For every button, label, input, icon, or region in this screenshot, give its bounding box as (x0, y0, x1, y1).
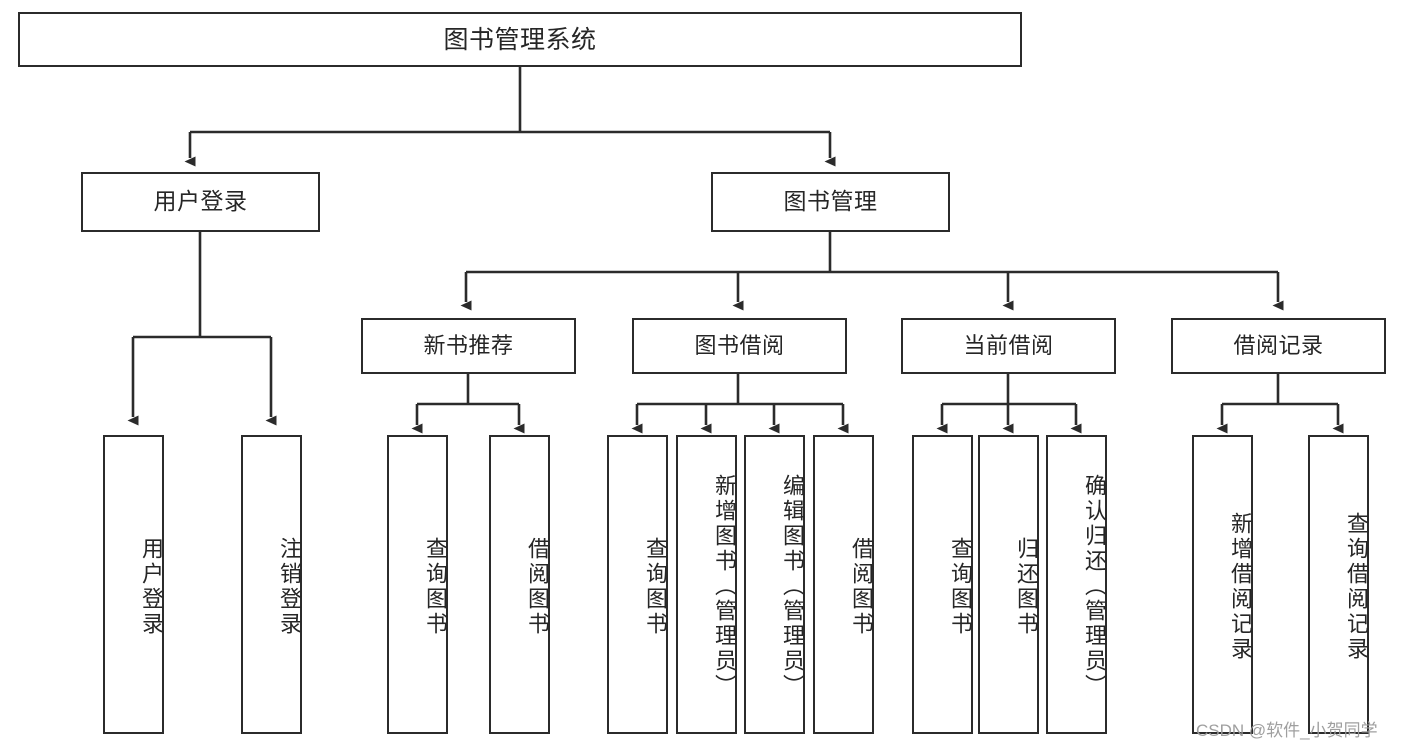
node-current-borrow-label: 当前借阅 (963, 332, 1054, 358)
node-borrow-record-label: 借阅记录 (1233, 332, 1324, 358)
node-root[interactable]: 图书管理系统 (18, 12, 1022, 67)
node-leaf-user-login-label: 用户登录 (139, 536, 164, 637)
node-book-manage[interactable]: 图书管理 (711, 172, 950, 232)
node-leaf-add-book[interactable]: 新增图书（管理员） (676, 435, 737, 734)
node-book-manage-label: 图书管理 (783, 188, 878, 215)
node-leaf-query-book-1-label: 查询图书 (423, 536, 448, 637)
csdn-watermark: CSDN @软件_小贺同学 (1196, 721, 1378, 740)
node-leaf-edit-book[interactable]: 编辑图书（管理员） (744, 435, 805, 734)
node-leaf-confirm-return-label: 确认归还（管理员） (1082, 474, 1107, 699)
node-book-borrow[interactable]: 图书借阅 (632, 318, 847, 374)
node-leaf-query-book-2[interactable]: 查询图书 (607, 435, 668, 734)
node-leaf-return-book-label: 归还图书 (1014, 536, 1039, 637)
node-leaf-add-book-label: 新增图书（管理员） (712, 474, 737, 699)
node-leaf-query-book-3-label: 查询图书 (948, 536, 973, 637)
node-new-book-rec-label: 新书推荐 (423, 332, 514, 358)
node-leaf-borrow-book-1[interactable]: 借阅图书 (489, 435, 550, 734)
node-leaf-query-book-2-label: 查询图书 (643, 536, 668, 637)
node-leaf-borrow-book-2-label: 借阅图书 (849, 536, 874, 637)
node-leaf-user-login[interactable]: 用户登录 (103, 435, 164, 734)
node-leaf-query-book-3[interactable]: 查询图书 (912, 435, 973, 734)
node-leaf-borrow-book-2[interactable]: 借阅图书 (813, 435, 874, 734)
node-leaf-query-record[interactable]: 查询借阅记录 (1308, 435, 1369, 734)
node-borrow-record[interactable]: 借阅记录 (1171, 318, 1386, 374)
node-leaf-add-record-label: 新增借阅记录 (1228, 511, 1253, 662)
node-current-borrow[interactable]: 当前借阅 (901, 318, 1116, 374)
node-user-login-label: 用户登录 (153, 188, 248, 215)
node-leaf-return-book[interactable]: 归还图书 (978, 435, 1039, 734)
node-leaf-edit-book-label: 编辑图书（管理员） (780, 474, 805, 699)
node-leaf-query-record-label: 查询借阅记录 (1344, 511, 1369, 662)
node-leaf-logout[interactable]: 注销登录 (241, 435, 302, 734)
node-leaf-logout-label: 注销登录 (277, 536, 302, 637)
node-user-login[interactable]: 用户登录 (81, 172, 320, 232)
node-new-book-rec[interactable]: 新书推荐 (361, 318, 576, 374)
node-leaf-borrow-book-1-label: 借阅图书 (525, 536, 550, 637)
node-leaf-add-record[interactable]: 新增借阅记录 (1192, 435, 1253, 734)
node-leaf-query-book-1[interactable]: 查询图书 (387, 435, 448, 734)
node-leaf-confirm-return[interactable]: 确认归还（管理员） (1046, 435, 1107, 734)
node-book-borrow-label: 图书借阅 (694, 332, 785, 358)
node-root-label: 图书管理系统 (443, 25, 597, 54)
